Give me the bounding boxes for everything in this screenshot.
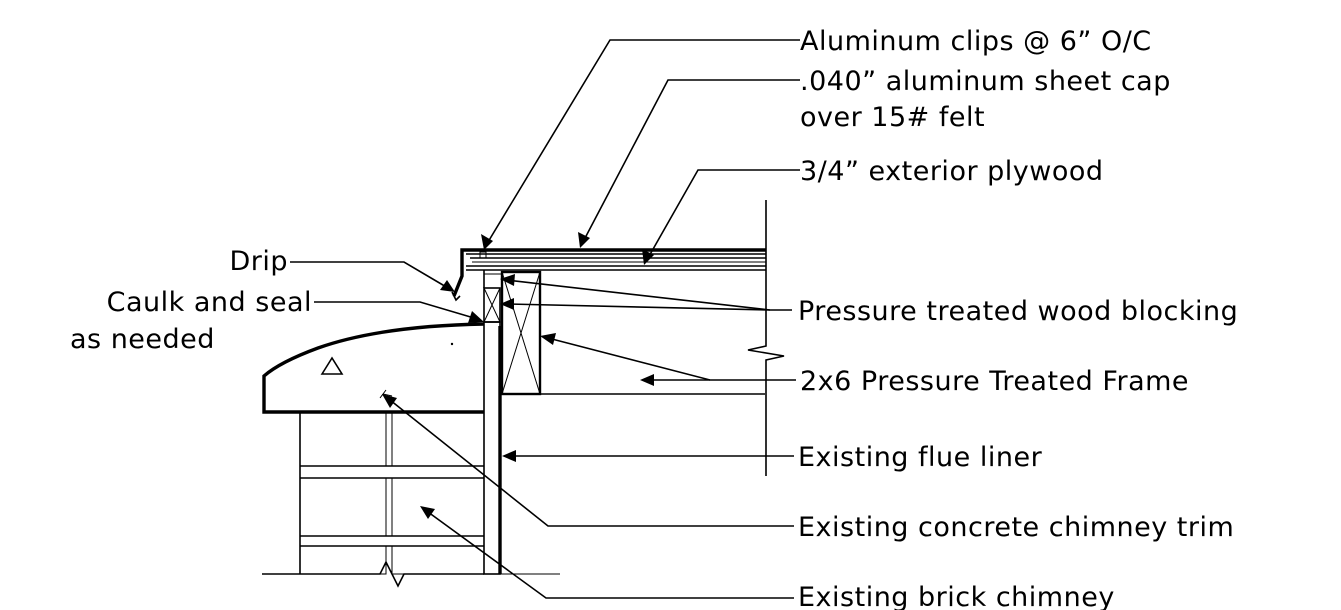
- label-flue-liner: Existing flue liner: [798, 442, 1043, 473]
- label-chimney-trim: Existing concrete chimney trim: [798, 512, 1234, 543]
- label-caulk-line1: Caulk and seal: [107, 287, 312, 318]
- wood-blocking: [483, 287, 501, 323]
- label-brick-chimney: Existing brick chimney: [798, 582, 1115, 610]
- label-drip: Drip: [229, 246, 288, 277]
- flue-liner: [483, 321, 502, 575]
- existing-structure-break: [747, 200, 785, 476]
- label-plywood: 3/4” exterior plywood: [800, 156, 1104, 187]
- label-sheet-cap-line2: over 15# felt: [800, 102, 985, 133]
- plywood-and-cap: [451, 248, 766, 302]
- label-blocking: Pressure treated wood blocking: [798, 296, 1238, 327]
- label-aluminum-clips: Aluminum clips @ 6” O/C: [800, 26, 1152, 57]
- concrete-chimney-trim: [262, 322, 485, 414]
- pressure-treated-frame: [500, 270, 765, 396]
- label-caulk-line2: as needed: [70, 324, 215, 355]
- leader-lines: [290, 39, 800, 599]
- label-sheet-cap-line1: .040” aluminum sheet cap: [800, 66, 1171, 97]
- label-frame: 2x6 Pressure Treated Frame: [800, 366, 1189, 397]
